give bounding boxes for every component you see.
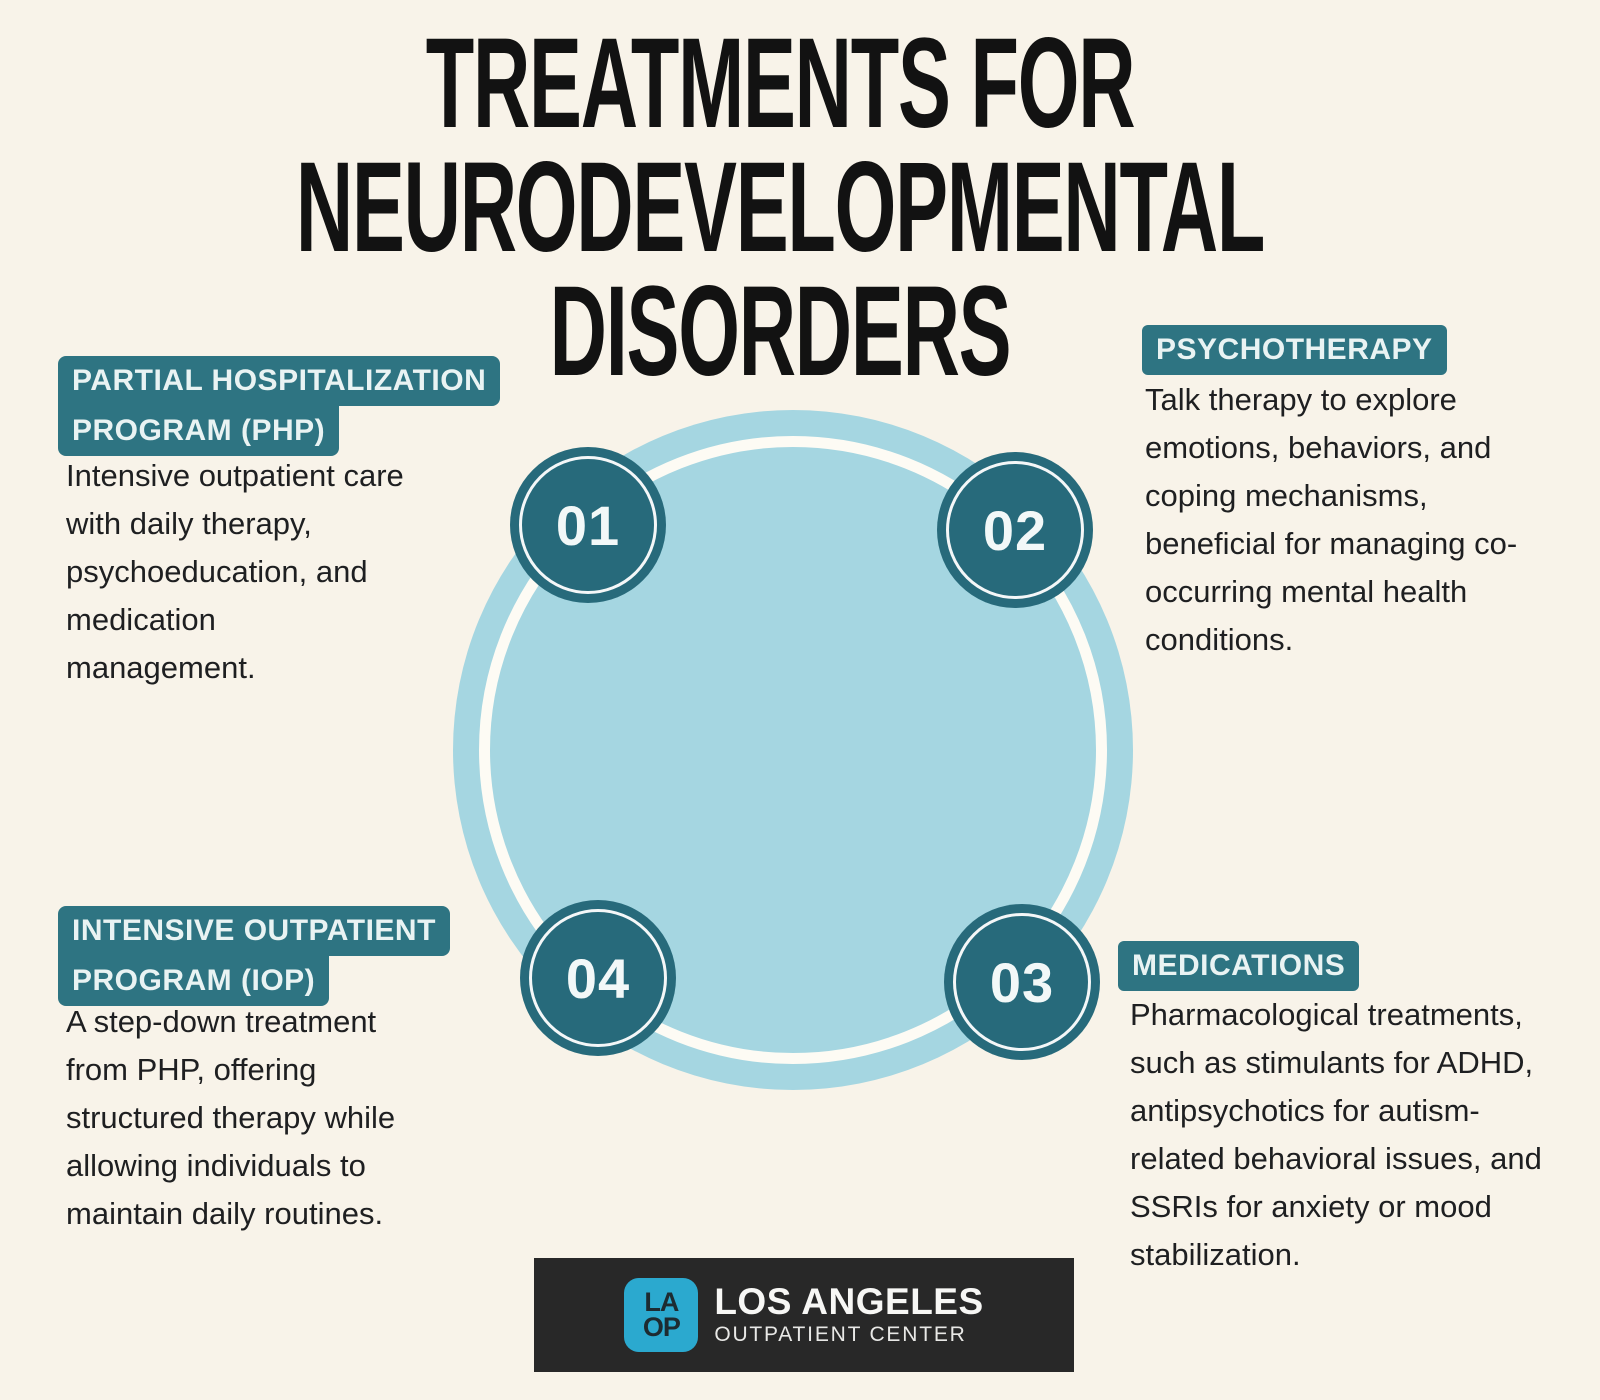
php-section-label: PARTIAL HOSPITALIZATION PROGRAM (PHP) bbox=[58, 356, 501, 456]
laop-logo-icon: LA OP bbox=[624, 1278, 699, 1352]
psychotherapy-description: Talk therapy to explore emotions, behavi… bbox=[1145, 382, 1518, 657]
laop-logo-line2: OP bbox=[642, 1312, 681, 1342]
page-title: TREATMENTS FOR NEURODEVELOPMENTAL DISORD… bbox=[284, 12, 1276, 403]
step-number-04: 04 bbox=[565, 946, 631, 1010]
iop-section-label: INTENSIVE OUTPATIENT PROGRAM (IOP) bbox=[58, 906, 450, 1006]
page-title-line2: NEURODEVELOPMENTAL bbox=[295, 136, 1265, 279]
page-title-line1: TREATMENTS FOR bbox=[425, 12, 1136, 155]
step-circle-01: 01 bbox=[510, 447, 666, 603]
brand-subtitle: OUTPATIENT CENTER bbox=[714, 1323, 967, 1346]
iop-label-line2: PROGRAM (IOP) bbox=[58, 956, 330, 1006]
brand-name: LOS ANGELES bbox=[714, 1281, 984, 1322]
iop-label-line1: INTENSIVE OUTPATIENT bbox=[58, 906, 450, 956]
iop-description: A step-down treatment from PHP, offering… bbox=[66, 1004, 396, 1231]
page-title-line3: DISORDERS bbox=[549, 260, 1012, 403]
php-label-line2: PROGRAM (PHP) bbox=[58, 406, 340, 456]
step-number-03: 03 bbox=[989, 950, 1055, 1014]
step-circle-04: 04 bbox=[520, 900, 676, 1056]
php-label-line1: PARTIAL HOSPITALIZATION bbox=[58, 356, 501, 406]
step-number-02: 02 bbox=[982, 498, 1048, 562]
step-number-01: 01 bbox=[555, 493, 621, 557]
laop-logo-line1: LA bbox=[644, 1287, 679, 1317]
medications-section-label: MEDICATIONS bbox=[1118, 941, 1360, 991]
step-circle-02: 02 bbox=[937, 452, 1093, 608]
step-circle-03: 03 bbox=[944, 904, 1100, 1060]
brand-text-block: LOS ANGELES OUTPATIENT CENTER bbox=[714, 1282, 983, 1348]
cycle-inner-ring bbox=[479, 436, 1107, 1064]
psychotherapy-section-label: PSYCHOTHERAPY bbox=[1142, 325, 1447, 375]
php-description: Intensive outpatient care with daily the… bbox=[66, 458, 404, 685]
footer-logo-bar: LA OP LOS ANGELES OUTPATIENT CENTER bbox=[534, 1258, 1074, 1372]
medications-description: Pharmacological treatments, such as stim… bbox=[1130, 997, 1542, 1272]
